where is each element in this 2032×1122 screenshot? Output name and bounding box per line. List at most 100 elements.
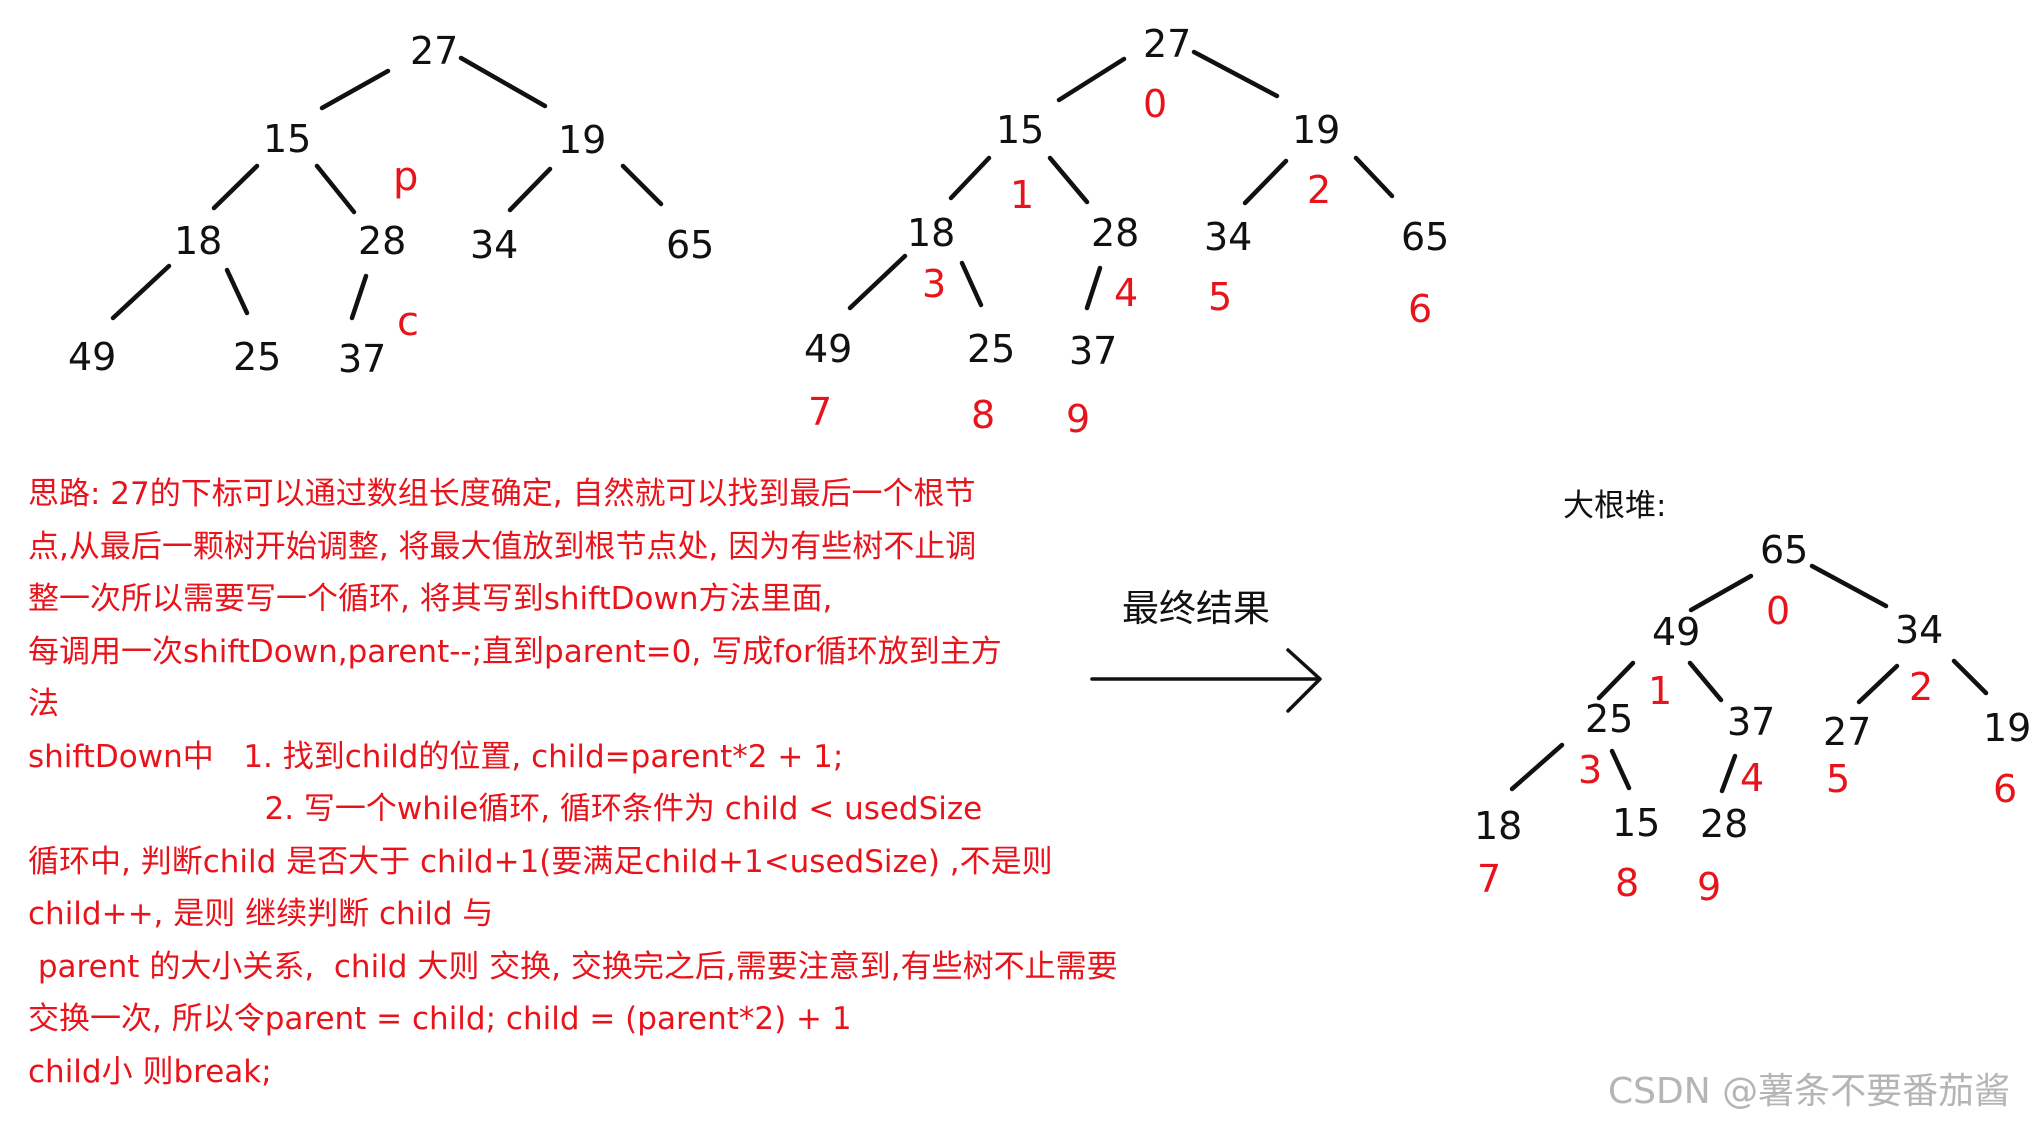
note-line: 循环中, 判断child 是否大于 child+1(要满足child+1<use…: [28, 843, 1053, 880]
edge: [1719, 753, 1738, 794]
result-arrow: [1090, 648, 1322, 713]
edge: [224, 267, 250, 316]
tree-indexed-indices: 0 1 2 3 4 5 6 7 8 9: [808, 82, 1432, 441]
tree-node: 25: [1585, 697, 1633, 741]
edge: [620, 163, 664, 207]
tree-node: 27: [1823, 710, 1871, 754]
tree-node: 15: [996, 108, 1044, 152]
tree-node: 37: [1727, 700, 1775, 744]
note-line: child小 则break;: [28, 1053, 272, 1090]
arrow-head: [1286, 648, 1322, 713]
array-index: 3: [1578, 748, 1602, 792]
edge: [1056, 56, 1127, 103]
tree-indexed-nodes: 27 15 19 18 28 34 65 49 25 37: [804, 22, 1449, 373]
tree-node: 28: [1700, 802, 1748, 846]
edge: [1084, 265, 1103, 311]
edge: [1509, 742, 1565, 792]
tree-node: 65: [1760, 528, 1808, 572]
tree-initial-edges: [110, 55, 664, 321]
array-index: 8: [1615, 861, 1639, 905]
edge: [314, 163, 357, 215]
note-line: 思路: 27的下标可以通过数组长度确定, 自然就可以找到最后一个根节: [28, 476, 976, 512]
array-index: 5: [1826, 757, 1850, 801]
edge: [1809, 563, 1889, 609]
note-line: parent 的大小关系, child 大则 交换, 交换完之后,需要注意到,有…: [28, 948, 1118, 985]
tree-node: 19: [558, 118, 606, 162]
note-line: 整一次所以需要写一个循环, 将其写到shiftDown方法里面,: [28, 581, 833, 617]
edge: [948, 155, 992, 201]
tree-node: 18: [1474, 804, 1522, 848]
edge: [1353, 155, 1395, 199]
edge: [319, 68, 391, 111]
array-index: 1: [1010, 173, 1034, 217]
note-line: 法: [28, 686, 59, 722]
edge: [1856, 663, 1900, 705]
array-index: 0: [1766, 589, 1790, 633]
tree-node: 18: [174, 219, 222, 263]
tree-node: 34: [470, 223, 518, 267]
edge: [1596, 660, 1636, 701]
note-line: 每调用一次shiftDown,parent--;直到parent=0, 写成fo…: [28, 633, 1002, 670]
tree-node: 37: [1069, 329, 1117, 373]
edge: [1047, 155, 1090, 205]
edge: [458, 55, 548, 109]
tree-node: 27: [410, 29, 458, 73]
array-index: 6: [1993, 767, 2017, 811]
child-marker: c: [397, 299, 419, 345]
edge: [1951, 658, 1989, 696]
note-line: 2. 写一个while循环, 循环条件为 child < usedSize: [28, 791, 983, 827]
array-index: 9: [1697, 865, 1721, 909]
tree-node: 34: [1895, 608, 1943, 652]
note-line: shiftDown中 1. 找到child的位置, child=parent*2…: [28, 738, 844, 775]
array-index: 6: [1408, 287, 1432, 331]
array-index: 4: [1114, 271, 1138, 315]
tree-node: 15: [263, 117, 311, 161]
tree-node: 28: [358, 219, 406, 263]
tree-max-heap-edges: [1509, 563, 1989, 794]
tree-node: 27: [1143, 22, 1191, 66]
array-index: 7: [808, 390, 832, 434]
tree-initial: 27 15 19 18 28 34 65 49 25 37 p c: [68, 29, 714, 381]
tree-node: 65: [1401, 215, 1449, 259]
edge: [211, 163, 260, 211]
tree-indexed: 27 15 19 18 28 34 65 49 25 37 0 1 2 3 4 …: [804, 22, 1449, 441]
tree-initial-nodes: 27 15 19 18 28 34 65 49 25 37: [68, 29, 714, 381]
array-index: 2: [1909, 665, 1933, 709]
tree-node: 37: [338, 337, 386, 381]
tree-node: 25: [233, 335, 281, 379]
edge: [507, 166, 553, 213]
tree-node: 49: [68, 335, 116, 379]
edge: [959, 260, 984, 308]
tree-indexed-edges: [847, 49, 1395, 311]
tree-node: 28: [1091, 211, 1139, 255]
tree-max-heap-indices: 0 1 2 3 4 5 6 7 8 9: [1477, 589, 2017, 909]
array-index: 3: [922, 262, 946, 306]
max-heap-title: 大根堆:: [1563, 488, 1667, 524]
tree-node: 18: [907, 211, 955, 255]
array-index: 9: [1066, 397, 1090, 441]
edge: [110, 263, 172, 321]
array-index: 5: [1208, 275, 1232, 319]
array-index: 7: [1477, 857, 1501, 901]
tree-node: 15: [1612, 801, 1660, 845]
tree-node: 25: [967, 327, 1015, 371]
tree-max-heap: 65 49 34 25 37 27 19 18 15 28 0 1 2 3 4 …: [1474, 528, 2031, 909]
array-index: 0: [1143, 82, 1167, 126]
tree-node: 34: [1204, 215, 1252, 259]
tree-node: 49: [1652, 610, 1700, 654]
edge: [1609, 748, 1632, 791]
edge: [1242, 158, 1289, 206]
tree-node: 19: [1983, 706, 2031, 750]
edge: [1687, 660, 1724, 703]
edge: [1191, 49, 1280, 99]
array-index: 2: [1307, 168, 1331, 212]
array-index: 1: [1648, 669, 1672, 713]
csdn-watermark: CSDN @薯条不要番茄酱: [1608, 1071, 2011, 1112]
edge: [349, 273, 369, 321]
parent-marker: p: [393, 154, 418, 200]
array-index: 8: [971, 393, 995, 437]
edge: [1688, 573, 1754, 613]
tree-node: 19: [1292, 108, 1340, 152]
tree-max-heap-nodes: 65 49 34 25 37 27 19 18 15 28: [1474, 528, 2031, 848]
